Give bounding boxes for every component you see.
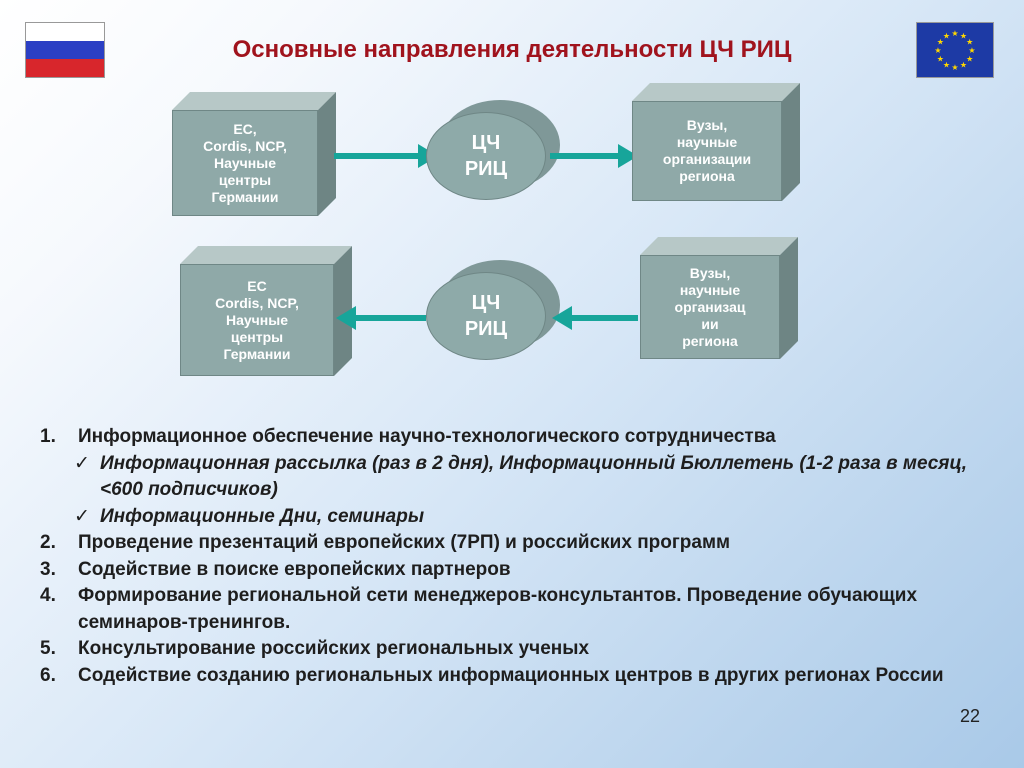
- box-line: ии: [701, 315, 719, 332]
- star-icon: ★: [937, 38, 944, 47]
- arrow-left-1: [336, 306, 426, 330]
- list-text: Содействие созданию региональных информа…: [78, 664, 944, 686]
- box-line: центры: [218, 171, 272, 188]
- box-line: организац: [674, 298, 746, 315]
- list-number: 4.: [40, 585, 56, 606]
- star-icon: ★: [966, 55, 973, 64]
- box-line: организации: [662, 151, 752, 167]
- eu-flag-icon: ★★★★★★★★★★★★: [916, 22, 994, 78]
- page-title: Основные направления деятельности ЦЧ РИЦ: [232, 36, 792, 63]
- arrow-left-2: [552, 306, 638, 330]
- star-icon: ★: [968, 46, 975, 55]
- list-text: Информационные Дни, семинары: [100, 505, 425, 527]
- box-line: Cordis, NCP,: [203, 137, 287, 154]
- center-node-top: ЦЧ РИЦ: [426, 100, 566, 200]
- list-text: Содействие в поиске европейских партнеро…: [78, 558, 511, 580]
- list-text: Консультирование российских региональных…: [78, 638, 590, 659]
- list-subitem: ✓ Информационная рассылка (раз в 2 дня),…: [40, 451, 980, 504]
- list-text: Информационная рассылка (раз в 2 дня), И…: [100, 452, 968, 501]
- box-line: ЕС,: [233, 120, 257, 137]
- check-icon: ✓: [74, 505, 90, 527]
- list-text: Проведение презентаций европейских (7РП)…: [78, 532, 731, 553]
- list-number: 3.: [40, 558, 56, 580]
- list-item: 1. Информационное обеспечение научно-тех…: [40, 424, 980, 451]
- source-box-top: ЕС, Cordis, NCP, Научные центры Германии: [172, 92, 336, 216]
- page-number: 22: [959, 706, 980, 726]
- star-icon: ★: [937, 55, 944, 64]
- star-icon: ★: [943, 31, 950, 40]
- star-icon: ★: [943, 61, 950, 70]
- list-text: Информационное обеспечение научно-технол…: [78, 426, 776, 447]
- source-box-bottom: ЕС Cordis, NCP, Научные центры Германии: [180, 246, 352, 376]
- center-line: РИЦ: [464, 158, 508, 180]
- star-icon: ★: [951, 63, 958, 72]
- list-item: 3. Содействие в поиске европейских партн…: [40, 557, 980, 584]
- center-line: ЦЧ: [471, 292, 501, 314]
- target-box-bottom: Вузы, научные организац ии региона: [640, 237, 798, 359]
- box-line: Вузы,: [686, 117, 728, 133]
- arrow-right-1: [334, 144, 438, 168]
- star-icon: ★: [960, 31, 967, 40]
- box-line: Cordis, NCP,: [215, 294, 299, 311]
- list-item: 2. Проведение презентаций европейских (7…: [40, 530, 980, 557]
- box-line: Германии: [211, 188, 279, 205]
- list-number: 2.: [40, 532, 56, 553]
- list-subitem: ✓ Информационные Дни, семинары: [40, 504, 980, 531]
- box-line: центры: [230, 328, 284, 345]
- box-line: научные: [676, 134, 738, 150]
- list-number: 1.: [40, 426, 56, 447]
- russia-flag-icon: [25, 22, 105, 78]
- target-box-top: Вузы, научные организации региона: [632, 83, 800, 201]
- list-number: 5.: [40, 638, 56, 659]
- center-line: ЦЧ: [471, 132, 501, 154]
- list-text: Формирование региональной сети менеджеро…: [78, 585, 918, 633]
- box-line: научные: [679, 281, 741, 298]
- star-icon: ★: [966, 38, 973, 47]
- box-line: Германии: [223, 345, 291, 362]
- list-item: 5. Консультирование российских региональ…: [40, 636, 980, 663]
- check-icon: ✓: [74, 452, 90, 474]
- star-icon: ★: [934, 46, 941, 55]
- center-line: РИЦ: [464, 318, 508, 340]
- box-line: ЕС: [247, 277, 267, 294]
- box-line: региона: [682, 332, 738, 349]
- list-item: 6. Содействие созданию региональных инфо…: [40, 663, 980, 690]
- activity-list: 1. Информационное обеспечение научно-тех…: [40, 424, 980, 689]
- box-line: Научные: [225, 311, 288, 328]
- list-number: 6.: [40, 664, 56, 686]
- star-icon: ★: [960, 61, 967, 70]
- box-line: Вузы,: [689, 264, 731, 281]
- center-node-bottom: ЦЧ РИЦ: [426, 260, 566, 360]
- list-item: 4. Формирование региональной сети менедж…: [40, 583, 980, 636]
- star-icon: ★: [951, 29, 958, 38]
- arrow-right-2: [550, 144, 638, 168]
- box-line: Научные: [213, 154, 276, 171]
- box-line: региона: [679, 168, 735, 184]
